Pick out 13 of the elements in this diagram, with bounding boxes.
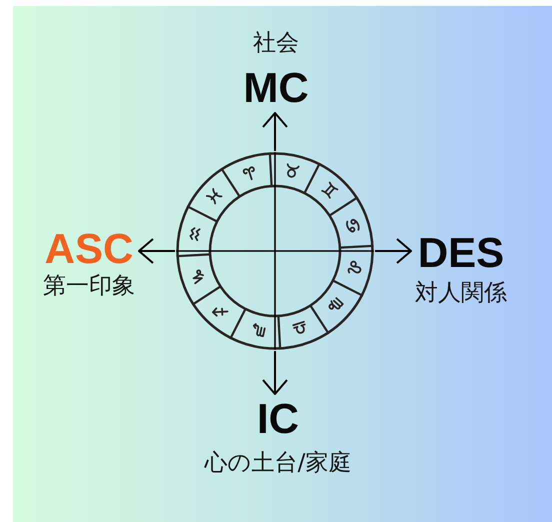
axis-label: ASC bbox=[44, 228, 134, 270]
zodiac-wheel bbox=[175, 151, 375, 351]
axis-caption: 第一印象 bbox=[43, 272, 135, 301]
axis-label: IC bbox=[257, 398, 299, 440]
axis-caption: 対人関係 bbox=[415, 279, 507, 308]
axis-caption: 社会 bbox=[253, 29, 299, 58]
axis-label: DES bbox=[418, 232, 504, 274]
arrow bbox=[138, 238, 175, 264]
axis-caption: 心の土台/家庭 bbox=[204, 449, 352, 478]
arrow bbox=[262, 112, 288, 151]
arrow bbox=[375, 238, 412, 264]
arrow bbox=[262, 351, 288, 395]
axis-label: MC bbox=[243, 67, 309, 109]
